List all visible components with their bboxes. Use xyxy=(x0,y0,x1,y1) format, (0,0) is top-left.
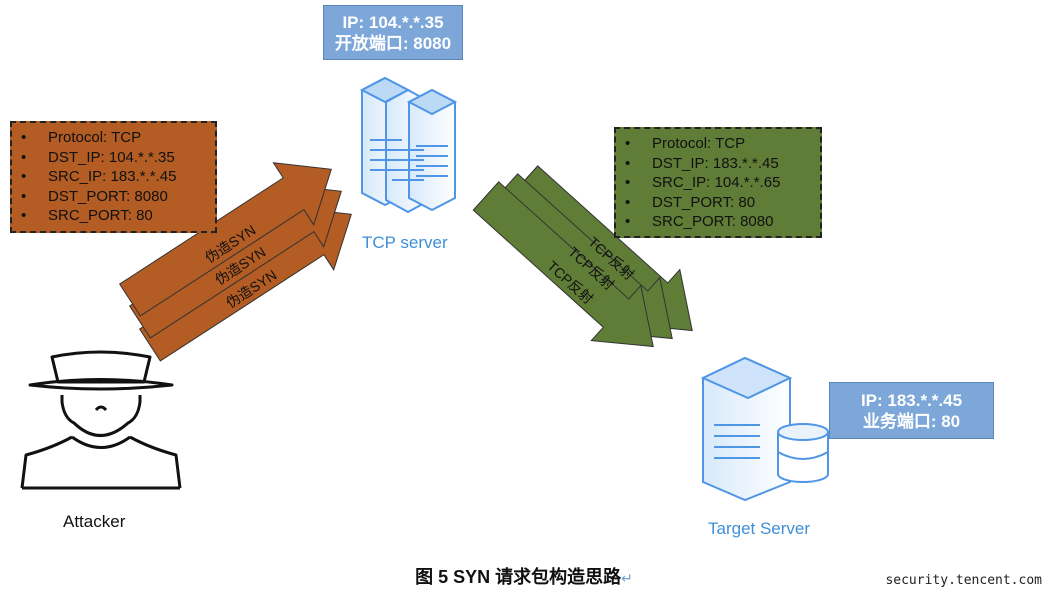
list-item: SRC_PORT: 80 xyxy=(21,206,215,226)
tcp-server-label: TCP server xyxy=(362,233,448,252)
list-item: SRC_PORT: 8080 xyxy=(625,212,820,232)
reflect-arrow-group xyxy=(472,165,693,348)
list-item: DST_PORT: 80 xyxy=(625,193,820,213)
target-server-port: 业务端口: 80 xyxy=(862,412,961,431)
reflect-packet-box: Protocol: TCP DST_IP: 183.*.*.45 SRC_IP:… xyxy=(614,127,822,238)
list-item: Protocol: TCP xyxy=(625,134,820,154)
target-server-label: Target Server xyxy=(708,519,811,538)
target-server-icon xyxy=(700,356,829,502)
syn-packet-box: Protocol: TCP DST_IP: 104.*.*.35 SRC_IP:… xyxy=(10,121,217,233)
tcp-server-icon xyxy=(359,76,458,214)
reflect-packet-fields: Protocol: TCP DST_IP: 183.*.*.45 SRC_IP:… xyxy=(616,134,820,232)
return-mark-icon: ↵ xyxy=(621,570,633,586)
syn-arrow-1 xyxy=(118,162,332,317)
syn-arrow-group xyxy=(118,162,352,362)
tcp-server-port: 开放端口: 8080 xyxy=(334,34,452,53)
list-item: DST_IP: 104.*.*.35 xyxy=(21,148,215,168)
list-item: DST_IP: 183.*.*.45 xyxy=(625,154,820,174)
figure-caption-text: 图 5 SYN 请求包构造思路 xyxy=(415,567,622,587)
watermark: security.tencent.com xyxy=(885,573,1042,588)
attacker-label: Attacker xyxy=(63,512,126,531)
tcp-server-ip: IP: 104.*.*.35 xyxy=(342,13,444,32)
tcp-server-info-box: IP: 104.*.*.35 开放端口: 8080 xyxy=(323,5,463,60)
reflect-arrow-1 xyxy=(472,181,654,348)
list-item: SRC_IP: 104.*.*.65 xyxy=(625,173,820,193)
list-item: Protocol: TCP xyxy=(21,128,215,148)
list-item: SRC_IP: 183.*.*.45 xyxy=(21,167,215,187)
list-item: DST_PORT: 8080 xyxy=(21,187,215,207)
figure-caption: 图 5 SYN 请求包构造思路↵ xyxy=(0,563,1048,589)
attacker-icon xyxy=(20,350,182,490)
syn-packet-fields: Protocol: TCP DST_IP: 104.*.*.35 SRC_IP:… xyxy=(12,128,215,226)
target-server-ip: IP: 183.*.*.45 xyxy=(860,391,963,410)
target-server-info-box: IP: 183.*.*.45 业务端口: 80 xyxy=(829,382,994,439)
